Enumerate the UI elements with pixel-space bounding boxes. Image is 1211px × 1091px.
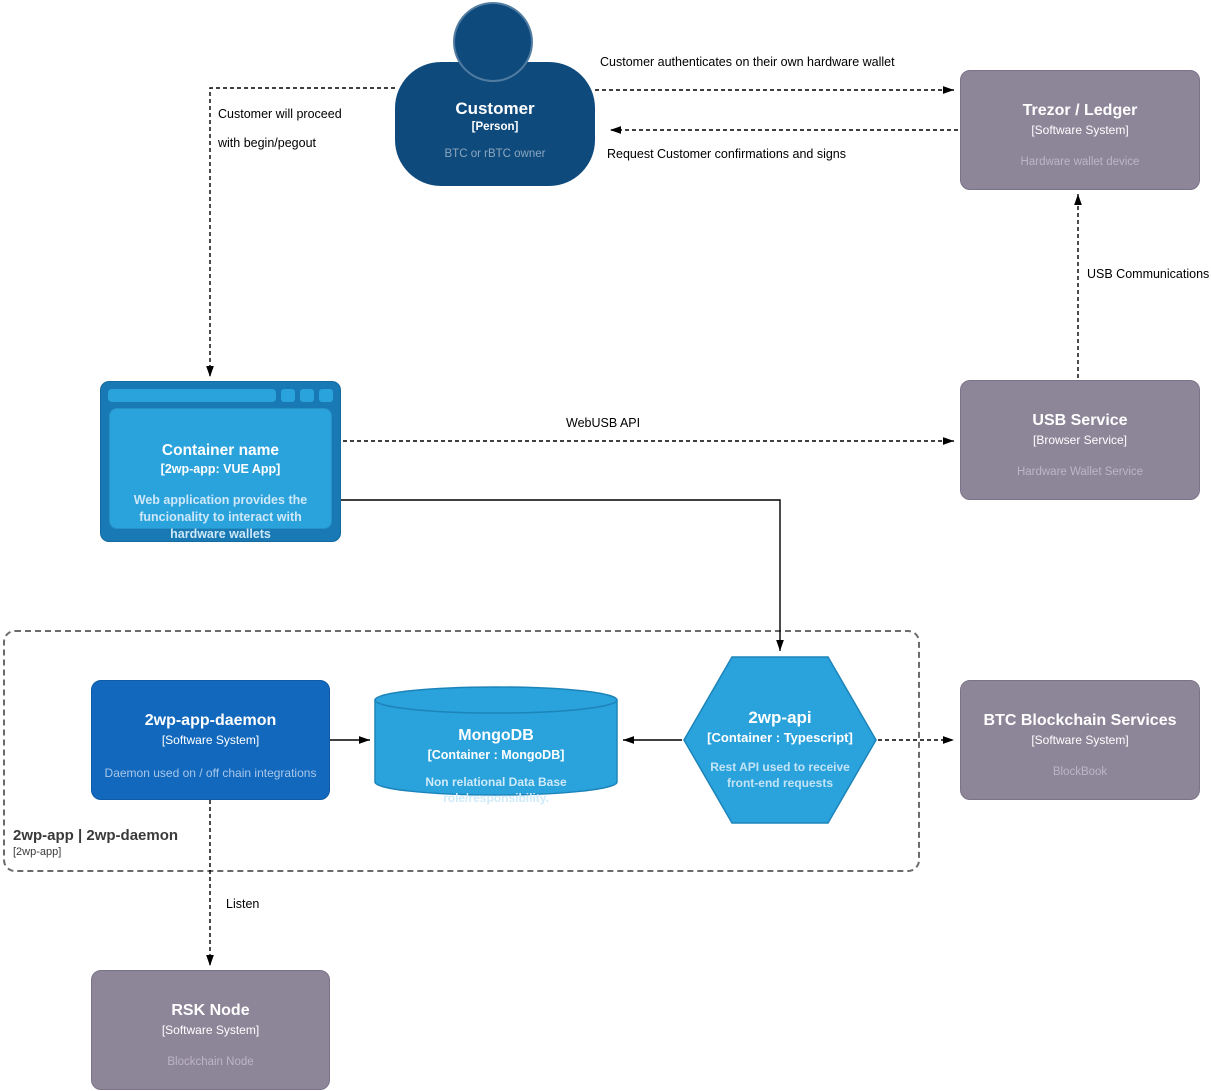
browser-titlebar xyxy=(101,382,340,408)
node-rsk-node[interactable]: RSK Node [Software System] Blockchain No… xyxy=(91,970,330,1090)
browser-content: Container name [2wp-app: VUE App] Web ap… xyxy=(109,408,332,541)
node-subtitle: [Container : MongoDB] xyxy=(427,748,565,762)
node-title: USB Service xyxy=(1032,412,1128,429)
node-description: Hardware wallet device xyxy=(1020,156,1140,168)
node-title: 2wp-api xyxy=(748,708,812,727)
node-container-name-webapp[interactable]: Container name [2wp-app: VUE App] Web ap… xyxy=(100,381,341,542)
edge-label-authenticates: Customer authenticates on their own hard… xyxy=(600,55,895,69)
person-body: Customer [Person] BTC or rBTC owner xyxy=(395,62,595,186)
node-description: Rest API used to receive front-end reque… xyxy=(710,760,850,791)
node-subtitle: [2wp-app: VUE App] xyxy=(160,462,281,477)
node-title: BTC Blockchain Services xyxy=(983,712,1177,729)
node-description: Hardware Wallet Service xyxy=(1016,466,1144,478)
browser-button-icon xyxy=(300,388,314,402)
node-title: Customer xyxy=(455,99,535,118)
edge-customer-to-webapp xyxy=(206,87,395,377)
boundary-title: 2wp-app | 2wp-daemon xyxy=(13,827,179,844)
node-subtitle: [Software System] xyxy=(161,1023,260,1037)
node-mongodb[interactable]: MongoDB [Container : MongoDB] Non relati… xyxy=(374,686,618,805)
browser-button-icon xyxy=(281,388,295,402)
node-2wp-api[interactable]: 2wp-api [Container : Typescript] Rest AP… xyxy=(682,655,878,825)
node-subtitle: [Browser Service] xyxy=(1032,433,1128,447)
node-subtitle: [Software System] xyxy=(1031,123,1129,137)
node-description: BTC or rBTC owner xyxy=(444,148,546,161)
cylinder-shape-icon xyxy=(374,686,618,796)
node-usb-service[interactable]: USB Service [Browser Service] Hardware W… xyxy=(960,380,1200,500)
node-title: MongoDB xyxy=(458,727,534,744)
node-subtitle: [Container : Typescript] xyxy=(707,730,853,746)
node-2wp-app-daemon[interactable]: 2wp-app-daemon [Software System] Daemon … xyxy=(91,680,330,800)
node-subtitle: [Software System] xyxy=(161,733,260,747)
node-description: Non relational Data Base role/responsibi… xyxy=(425,775,567,806)
boundary-subtitle: [2wp-app] xyxy=(13,846,62,858)
edge-label-listen: Listen xyxy=(226,897,260,911)
node-subtitle: [Person] xyxy=(471,121,519,134)
node-title: Trezor / Ledger xyxy=(1022,102,1138,119)
node-title: Container name xyxy=(161,442,280,459)
node-description: Web application provides the funcionalit… xyxy=(133,493,308,542)
browser-address-bar xyxy=(108,388,276,402)
node-customer[interactable]: Customer [Person] BTC or rBTC owner xyxy=(395,0,595,186)
edge-label-webusb-api: WebUSB API xyxy=(566,416,641,430)
edge-webapp-to-api xyxy=(341,499,784,651)
person-head-icon xyxy=(453,2,533,82)
node-description: Daemon used on / off chain integrations xyxy=(104,766,317,780)
edge-label-confirmations: Request Customer confirmations and signs xyxy=(607,147,847,161)
node-description: Blockchain Node xyxy=(167,1056,254,1068)
node-trezor-ledger[interactable]: Trezor / Ledger [Software System] Hardwa… xyxy=(960,70,1200,190)
node-title: 2wp-app-daemon xyxy=(144,712,277,729)
node-subtitle: [Software System] xyxy=(1031,733,1129,747)
edge-label-proceed-line2: with begin/pegout xyxy=(218,136,316,150)
node-title: RSK Node xyxy=(171,1002,250,1019)
boundary-label: 2wp-app | 2wp-daemon [2wp-app] xyxy=(13,827,178,858)
node-description: BlockBook xyxy=(1052,766,1108,778)
browser-button-icon xyxy=(319,388,333,402)
node-btc-blockchain-services[interactable]: BTC Blockchain Services [Software System… xyxy=(960,680,1200,800)
edge-label-proceed-line1: Customer will proceed xyxy=(218,107,342,121)
edge-label-usb-communications: USB Communications xyxy=(1087,267,1210,281)
hexagon-shape-icon xyxy=(683,656,877,824)
